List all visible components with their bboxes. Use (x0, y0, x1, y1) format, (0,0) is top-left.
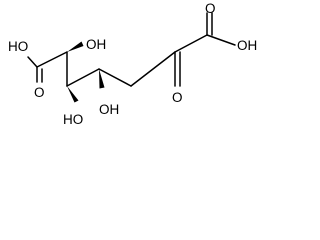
label-o-carboxyl-right: O (205, 1, 216, 16)
bond-c5-c6 (130, 51, 176, 87)
label-ho-carboxyl-left: HO (8, 39, 28, 54)
structural-formula: HO O OH HO OH O O OH (8, 1, 257, 127)
wedge-bond-c2-oh (67, 41, 84, 52)
label-ho-c3: HO (63, 112, 83, 127)
label-o-ketone: O (172, 90, 183, 105)
label-oh-carboxyl-right: OH (237, 38, 257, 53)
bond-c6-c7 (174, 34, 208, 53)
wedge-bond-c4-oh (99, 69, 105, 89)
label-oh-c4: OH (99, 102, 119, 117)
label-o-carboxyl-left: O (34, 85, 45, 100)
bond-c4-c5 (98, 68, 132, 87)
label-oh-c2: OH (86, 37, 106, 52)
bond-c7-oh (206, 34, 236, 46)
bond-c1-oh (27, 56, 38, 68)
bond-c3-c4 (66, 68, 100, 87)
bond-c1-c2 (36, 51, 68, 68)
wedge-bond-c3-oh (67, 86, 79, 103)
